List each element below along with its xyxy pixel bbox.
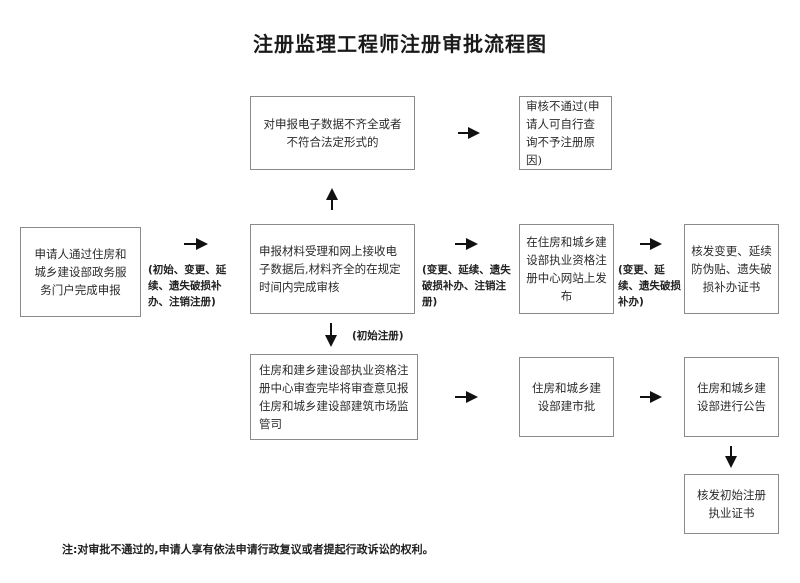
path-note-change-renewal: (变更、延续、遗失破损补办、注销注册) xyxy=(422,264,511,308)
issue-certificate-box: 核发变更、延续防伪贴、遗失破损补办证书 xyxy=(684,224,779,314)
ministry-approval-text: 住房和城乡建设部建市批 xyxy=(532,381,601,413)
accept-review-text: 申报材料受理和网上接收电子数据后,材料齐全的在规定时间内完成审核 xyxy=(259,244,401,294)
applicant-text: 申请人通过住房和城乡建设部政务服务门户完成申报 xyxy=(34,247,127,297)
initial-certificate-box: 核发初始注册执业证书 xyxy=(684,474,779,534)
accept-review-box: 申报材料受理和网上接收电子数据后,材料齐全的在规定时间内完成审核 xyxy=(250,224,415,314)
publish-box: 在住房和城乡建设部执业资格注册中心网站上发布 xyxy=(519,224,614,314)
path-note-initial-change: (初始、变更、延续、遗失破损补办、注销注册) xyxy=(148,264,227,308)
initial-certificate-text: 核发初始注册执业证书 xyxy=(697,488,766,520)
incomplete-data-box: 对申报电子数据不齐全或者不符合法定形式的 xyxy=(250,96,415,170)
applicant-box: 申请人通过住房和城乡建设部政务服务门户完成申报 xyxy=(20,227,141,317)
not-passed-box: 审核不通过(申请人可自行查询不予注册原因) xyxy=(519,96,612,170)
footnote: 注:对审批不通过的,申请人享有依法申请行政复议或者提起行政诉讼的权利。 xyxy=(62,543,434,556)
registration-center-review-box: 住房和建乡建设部执业资格注册中心审查完毕将审查意见报住房和城乡建设部建筑市场监管… xyxy=(250,354,418,440)
path-note-initial: (初始注册) xyxy=(352,330,404,342)
announcement-text: 住房和城乡建设部进行公告 xyxy=(697,381,766,413)
publish-text: 在住房和城乡建设部执业资格注册中心网站上发布 xyxy=(526,235,607,303)
announcement-box: 住房和城乡建设部进行公告 xyxy=(684,357,779,437)
issue-certificate-text: 核发变更、延续防伪贴、遗失破损补办证书 xyxy=(691,244,772,294)
path-note-change-lost: (变更、延续、遗失破损补办) xyxy=(618,264,681,308)
incomplete-data-text: 对申报电子数据不齐全或者不符合法定形式的 xyxy=(263,117,402,149)
not-passed-text: 审核不通过(申请人可自行查询不予注册原因) xyxy=(526,99,600,167)
ministry-approval-box: 住房和城乡建设部建市批 xyxy=(519,357,614,437)
page-title: 注册监理工程师注册审批流程图 xyxy=(253,32,547,56)
registration-center-review-text: 住房和建乡建设部执业资格注册中心审查完毕将审查意见报住房和城乡建设部建筑市场监管… xyxy=(259,363,409,431)
